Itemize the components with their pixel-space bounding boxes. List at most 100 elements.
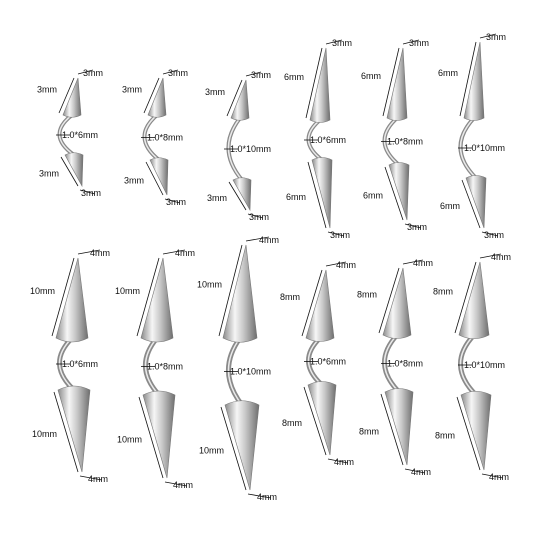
top-width-label: 4mm	[259, 235, 279, 245]
top-length-line	[301, 269, 323, 337]
bottom-width-label: 4mm	[257, 492, 277, 502]
top-length-line	[218, 244, 243, 337]
top-length-label: 10mm	[30, 286, 55, 296]
bottom-spike	[384, 388, 414, 466]
bottom-length-label: 6mm	[286, 192, 306, 202]
bottom-width-label: 4mm	[173, 480, 193, 490]
bottom-length-label: 3mm	[207, 193, 227, 203]
bar-size-label: 1.0*6mm	[310, 135, 346, 145]
bottom-length-line	[307, 161, 327, 229]
bottom-width-line	[164, 481, 188, 487]
top-length-label: 3mm	[205, 87, 225, 97]
top-width-label: 3mm	[83, 68, 103, 78]
top-length-line	[226, 79, 243, 117]
bar-size-label: 1.0*10mm	[464, 143, 505, 153]
top-width-line	[77, 249, 101, 255]
bottom-length-label: 6mm	[363, 191, 383, 201]
top-spike	[140, 257, 174, 343]
top-width-line	[479, 253, 502, 259]
bottom-spike	[311, 157, 333, 229]
bottom-length-line	[456, 396, 481, 471]
top-spike	[386, 47, 408, 121]
top-width-line	[479, 33, 497, 39]
top-width-label: 4mm	[90, 248, 110, 258]
bar-size-label: 1.0*6mm	[62, 130, 98, 140]
bar-size-label: 1.0*10mm	[230, 144, 271, 154]
top-length-line	[51, 257, 75, 337]
bottom-length-label: 3mm	[39, 169, 59, 179]
top-width-label: 4mm	[491, 252, 511, 262]
top-length-label: 6mm	[361, 71, 381, 81]
top-length-line	[58, 77, 75, 114]
bottom-width-line	[481, 473, 504, 479]
bottom-width-label: 3mm	[81, 188, 101, 198]
bar-size-label: 1.0*8mm	[147, 362, 183, 372]
top-length-line	[305, 47, 323, 119]
bottom-spike	[460, 390, 492, 471]
top-length-label: 10mm	[197, 280, 222, 290]
bottom-width-line	[79, 189, 96, 195]
barbell-item: 3mm 3mm 1.0*6mm 3mm 3mm	[37, 68, 103, 198]
top-width-label: 3mm	[409, 38, 429, 48]
bottom-length-line	[138, 396, 164, 479]
bottom-spike	[232, 177, 252, 212]
bottom-length-line	[53, 391, 79, 473]
bottom-width-label: 3mm	[407, 222, 427, 232]
top-length-line	[382, 47, 400, 117]
top-width-line	[162, 249, 186, 255]
top-width-label: 3mm	[251, 70, 271, 80]
bottom-length-line	[60, 156, 79, 187]
bottom-width-label: 4mm	[88, 474, 108, 484]
bottom-length-line	[220, 406, 247, 491]
bar-size-label: 1.0*8mm	[147, 133, 183, 143]
bar-size-label: 1.0*6mm	[310, 357, 346, 367]
top-width-line	[245, 71, 262, 77]
bottom-length-label: 10mm	[32, 429, 57, 439]
bottom-width-line	[247, 213, 264, 219]
top-spike	[305, 269, 335, 342]
top-length-label: 3mm	[37, 85, 57, 95]
top-length-label: 8mm	[433, 287, 453, 297]
bottom-width-line	[404, 223, 422, 229]
bottom-length-label: 3mm	[124, 176, 144, 186]
bottom-width-label: 4mm	[489, 472, 509, 482]
top-width-line	[325, 39, 343, 45]
top-width-label: 3mm	[168, 68, 188, 78]
top-width-line	[402, 259, 424, 265]
bar-size-label: 1.0*10mm	[464, 360, 505, 370]
bottom-width-line	[327, 458, 349, 464]
bottom-spike	[64, 152, 84, 188]
bottom-width-line	[327, 231, 345, 237]
top-length-label: 6mm	[438, 68, 458, 78]
top-length-line	[459, 41, 477, 117]
top-width-line	[162, 69, 179, 75]
top-width-line	[245, 236, 270, 242]
bottom-length-line	[384, 166, 404, 221]
bottom-width-label: 3mm	[166, 197, 186, 207]
top-length-line	[378, 267, 400, 334]
top-length-label: 8mm	[280, 292, 300, 302]
bottom-width-line	[481, 231, 499, 237]
top-length-line	[143, 77, 160, 114]
bar-size-label: 1.0*10mm	[230, 367, 271, 377]
top-width-label: 4mm	[175, 248, 195, 258]
top-width-line	[325, 261, 347, 267]
top-length-line	[454, 261, 477, 334]
top-spike	[309, 47, 331, 123]
bottom-spike	[57, 385, 91, 473]
top-spike	[458, 261, 490, 340]
bottom-length-label: 6mm	[440, 201, 460, 211]
bottom-length-line	[228, 181, 247, 211]
bottom-length-label: 8mm	[282, 418, 302, 428]
bottom-width-line	[247, 493, 272, 499]
bottom-length-line	[380, 393, 404, 466]
